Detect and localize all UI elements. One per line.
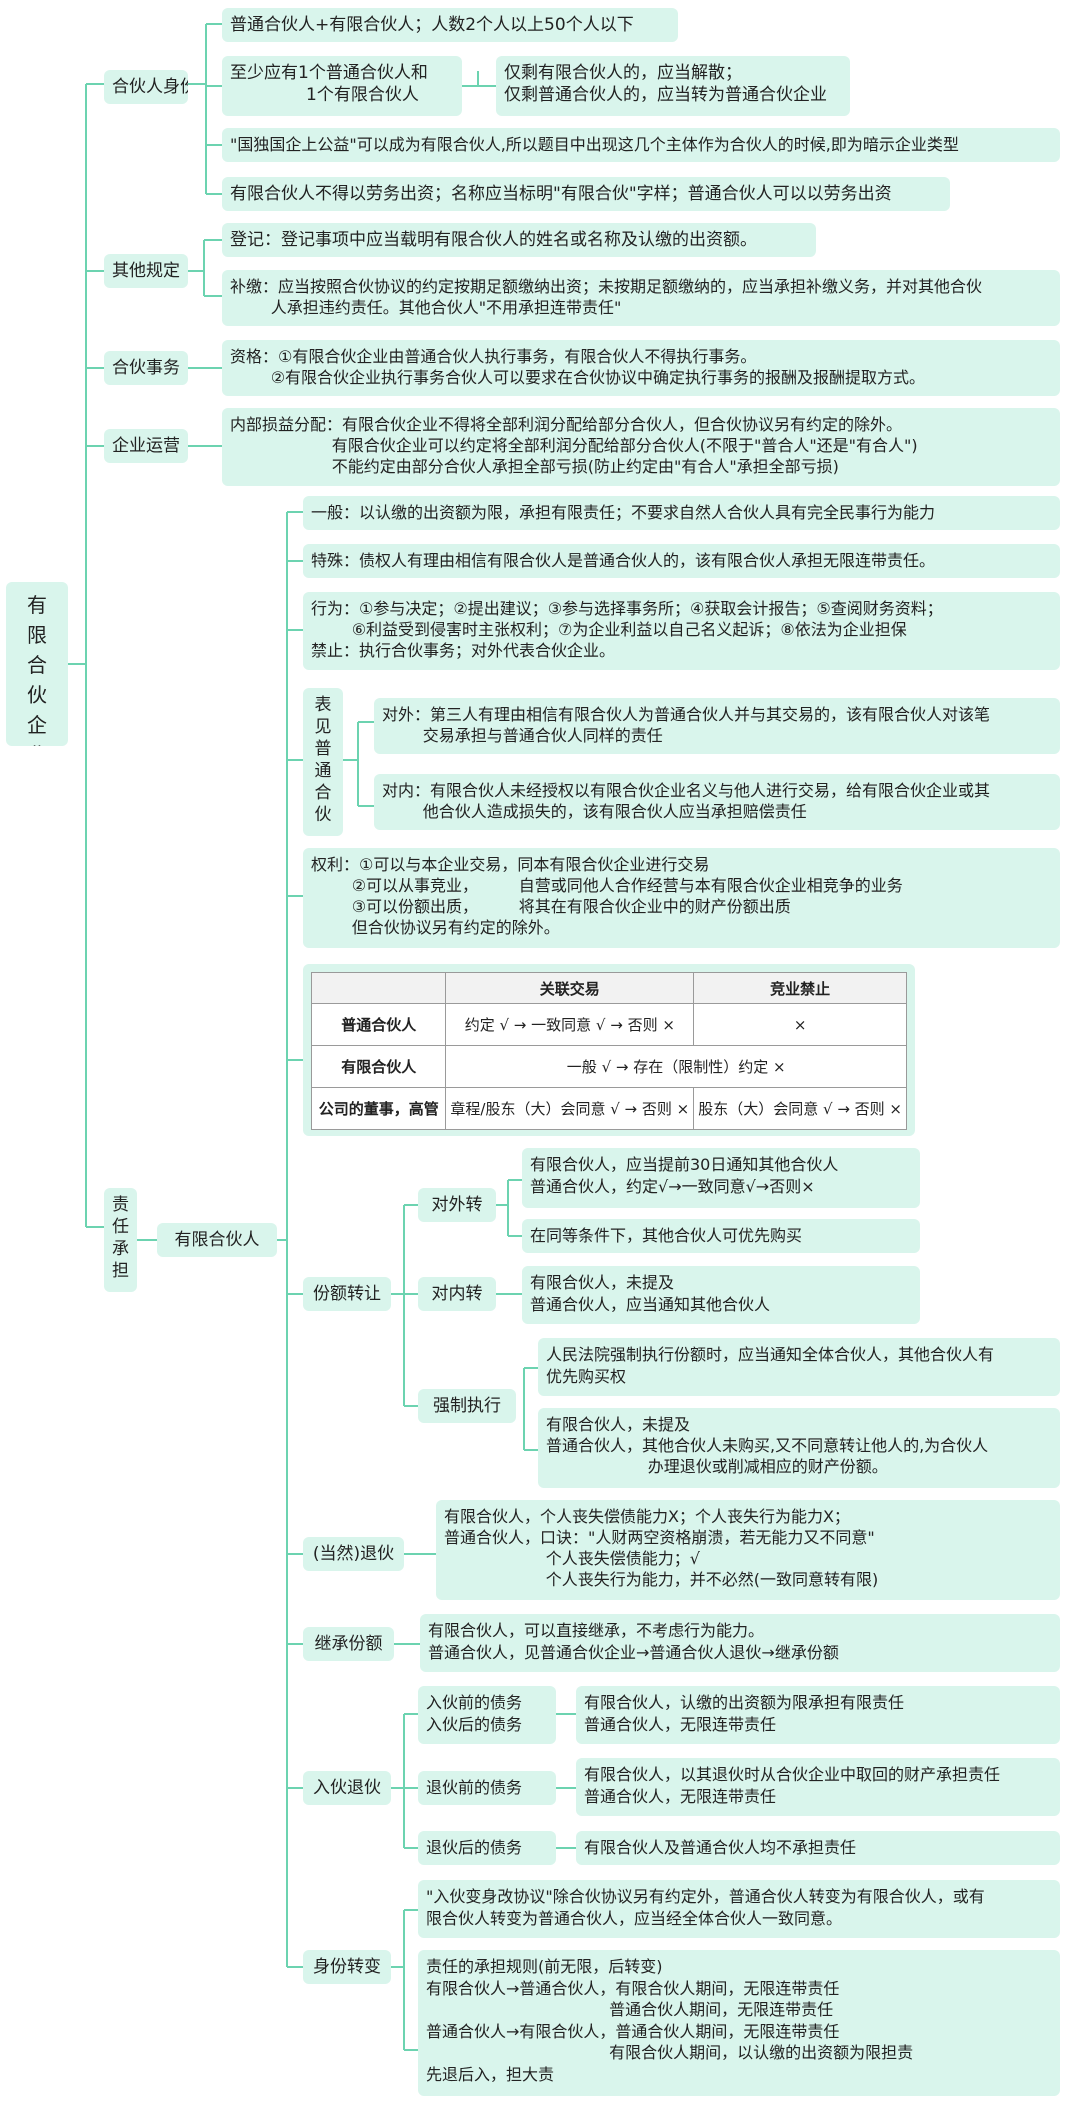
outward-transfer-node[interactable]: 对外转 <box>418 1188 496 1222</box>
withdrawal-node[interactable]: (当然)退伙 <box>303 1537 404 1571</box>
table-row-head: 公司的董事，高管 <box>310 1087 447 1130</box>
liability-behavior[interactable]: 行为：①参与决定；②提出建议；③参与选择事务所；④获取会计报告；⑤查阅财务资料；… <box>303 592 1060 670</box>
withdrawal-rule[interactable]: 有限合伙人，个人丧失偿债能力X；个人丧失行为能力X； 普通合伙人，口诀："人财两… <box>436 1500 1060 1600</box>
pre-exit-debt-rule[interactable]: 有限合伙人，以其退伙时从合伙企业中取回的财产承担责任 普通合伙人，无限连带责任 <box>576 1758 1060 1816</box>
table-cell: × <box>693 1003 907 1046</box>
inherit-node[interactable]: 继承份额 <box>303 1627 394 1661</box>
table-row: 普通合伙人 约定 √ → 一致同意 √ → 否则 × × <box>310 1003 907 1046</box>
branch-operation[interactable]: 企业运营 <box>104 429 188 463</box>
post-exit-debt-label[interactable]: 退伙后的债务 <box>418 1831 556 1865</box>
outward-transfer-priority[interactable]: 在同等条件下，其他合伙人可优先购买 <box>522 1219 920 1253</box>
status-change-node[interactable]: 身份转变 <box>303 1950 391 1984</box>
identity-item-members[interactable]: 普通合伙人+有限合伙人；人数2个人以上50个人以下 <box>222 8 678 42</box>
branch-identity[interactable]: 合伙人身份 <box>104 70 188 104</box>
table-cell-merged: 一般 √ → 存在（限制性）约定 × <box>445 1045 907 1088</box>
inward-transfer-rule[interactable]: 有限合伙人，未提及 普通合伙人，应当通知其他合伙人 <box>522 1266 920 1324</box>
forced-execution-node[interactable]: 强制执行 <box>418 1389 516 1423</box>
join-debt-label[interactable]: 入伙前的债务 入伙后的债务 <box>418 1686 556 1744</box>
liability-general[interactable]: 一般：以认缴的出资额为限，承担有限责任；不要求自然人合伙人具有完全民事行为能力 <box>303 496 1060 530</box>
join-exit-node[interactable]: 入伙退伙 <box>303 1771 391 1805</box>
join-debt-rule[interactable]: 有限合伙人，认缴的出资额为限承担有限责任 普通合伙人，无限连带责任 <box>576 1686 1060 1744</box>
identity-item-minimum-detail[interactable]: 仅剩有限合伙人的，应当解散； 仅剩普通合伙人的，应当转为普通合伙企业 <box>496 56 850 116</box>
table-row: 公司的董事，高管 章程/股东（大）会同意 √ → 否则 × 股东（大）会同意 √… <box>310 1087 907 1130</box>
share-transfer-node[interactable]: 份额转让 <box>303 1277 391 1311</box>
pre-exit-debt-label[interactable]: 退伙前的债务 <box>418 1771 556 1805</box>
table-row: 有限合伙人 一般 √ → 存在（限制性）约定 × <box>310 1045 907 1088</box>
table-row-head: 普通合伙人 <box>310 1003 447 1046</box>
apparent-external[interactable]: 对外：第三人有理由相信有限合伙人为普通合伙人并与其交易的，该有限合伙人对该笔 交… <box>374 698 1060 754</box>
liability-special[interactable]: 特殊：债权人有理由相信有限合伙人是普通合伙人的，该有限合伙人承担无限连带责任。 <box>303 544 1060 578</box>
identity-item-labor[interactable]: 有限合伙人不得以劳务出资；名称应当标明"有限合伙"字样；普通合伙人可以以劳务出资 <box>222 177 950 211</box>
table-cell: 股东（大）会同意 √ → 否则 × <box>693 1087 907 1130</box>
branch-other-rules[interactable]: 其他规定 <box>104 254 188 288</box>
identity-item-minimum[interactable]: 至少应有1个普通合伙人和 1个有限合伙人 <box>222 56 462 116</box>
root-node[interactable]: 有 限 合 伙 企 业 <box>6 582 68 746</box>
table-header-related-transaction: 关联交易 <box>445 972 695 1004</box>
table-row-head: 有限合伙人 <box>310 1045 447 1088</box>
branch-liability[interactable]: 责 任 承 担 <box>104 1188 137 1292</box>
identity-item-state-owned[interactable]: "国独国企上公益"可以成为有限合伙人,所以题目中出现这几个主体作为合伙人的时候,… <box>222 128 1060 162</box>
limited-partner-node[interactable]: 有限合伙人 <box>157 1223 277 1257</box>
forced-execution-detail[interactable]: 有限合伙人，未提及 普通合伙人，其他合伙人未购买,又不同意转让他人的,为合伙人 … <box>538 1408 1060 1488</box>
other-item-repay[interactable]: 补缴：应当按照合伙协议的约定按期足额缴纳出资；未按期足额缴纳的，应当承担补缴义务… <box>222 270 1060 326</box>
inward-transfer-node[interactable]: 对内转 <box>418 1277 496 1311</box>
comparison-table-box: 关联交易 竞业禁止 普通合伙人 约定 √ → 一致同意 √ → 否则 × × 有… <box>303 964 915 1136</box>
apparent-internal[interactable]: 对内：有限合伙人未经授权以有限合伙企业名义与他人进行交易，给有限合伙企业或其 他… <box>374 774 1060 830</box>
status-change-liability-rule[interactable]: 责任的承担规则(前无限，后转变) 有限合伙人→普通合伙人，有限合伙人期间，无限连… <box>418 1950 1060 2096</box>
affairs-item-qualification[interactable]: 资格：①有限合伙企业由普通合伙人执行事务，有限合伙人不得执行事务。 ②有限合伙企… <box>222 340 1060 396</box>
liability-rights[interactable]: 权利：①可以与本企业交易，同本有限合伙企业进行交易 ②可以从事竞业， 自营或同他… <box>303 848 1060 948</box>
branch-affairs[interactable]: 合伙事务 <box>104 351 188 385</box>
table-header-non-compete: 竞业禁止 <box>693 972 907 1004</box>
status-change-consent[interactable]: "入伙变身改协议"除合伙协议另有约定外，普通合伙人转变为有限合伙人，或有 限合伙… <box>418 1880 1060 1938</box>
outward-transfer-rule[interactable]: 有限合伙人，应当提前30日通知其他合伙人 普通合伙人，约定√→一致同意√→否则× <box>522 1148 920 1208</box>
operation-item-profit[interactable]: 内部损益分配：有限合伙企业不得将全部利润分配给部分合伙人，但合伙协议另有约定的除… <box>222 408 1060 486</box>
table-cell: 章程/股东（大）会同意 √ → 否则 × <box>445 1087 695 1130</box>
post-exit-debt-rule[interactable]: 有限合伙人及普通合伙人均不承担责任 <box>576 1831 1060 1865</box>
forced-execution-notice[interactable]: 人民法院强制执行份额时，应当通知全体合伙人，其他合伙人有 优先购买权 <box>538 1338 1060 1396</box>
other-item-register[interactable]: 登记：登记事项中应当载明有限合伙人的姓名或名称及认缴的出资额。 <box>222 223 816 257</box>
table-header-empty <box>310 972 447 1004</box>
table-cell: 约定 √ → 一致同意 √ → 否则 × <box>445 1003 695 1046</box>
comparison-table: 关联交易 竞业禁止 普通合伙人 约定 √ → 一致同意 √ → 否则 × × 有… <box>310 972 907 1130</box>
inherit-rule[interactable]: 有限合伙人，可以直接继承，不考虑行为能力。 普通合伙人，见普通合伙企业→普通合伙… <box>420 1614 1060 1672</box>
apparent-partner-node[interactable]: 表 见 普 通 合 伙 <box>303 688 343 836</box>
